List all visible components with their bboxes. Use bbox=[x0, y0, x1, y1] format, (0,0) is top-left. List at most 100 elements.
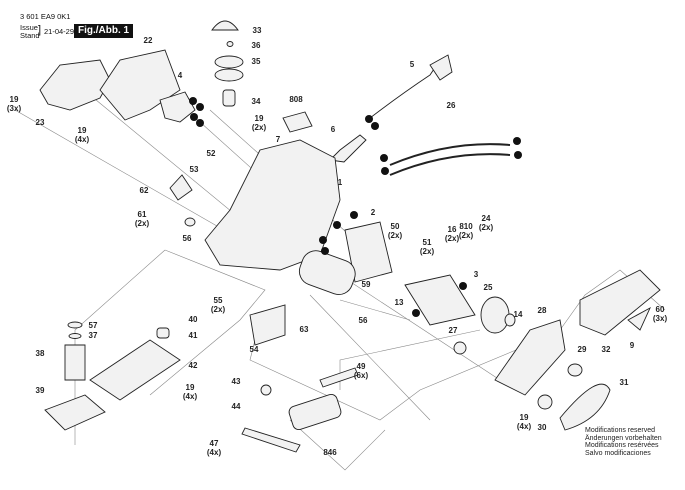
callout-35: 35 bbox=[252, 57, 261, 66]
part-30-pulley bbox=[537, 394, 553, 410]
part-44-drum bbox=[288, 393, 342, 431]
part-33-knob bbox=[211, 20, 239, 31]
callout-29: 29 bbox=[578, 345, 587, 354]
part-number: 3 601 EA9 0K1 bbox=[20, 12, 71, 21]
callout-3: 3 bbox=[474, 270, 479, 279]
connector-e2 bbox=[513, 137, 521, 145]
note-es: Salvo modificaciones bbox=[585, 449, 651, 457]
part-42-base bbox=[89, 339, 181, 401]
callout-22: 22 bbox=[144, 36, 153, 45]
callout-1: 1 bbox=[338, 178, 343, 187]
callout-qty-49: (6x) bbox=[354, 371, 369, 380]
callout-56b: 56 bbox=[359, 316, 368, 325]
callout-810: 810 bbox=[459, 222, 473, 231]
callout-44: 44 bbox=[232, 402, 241, 411]
note-fr: Modifications resérvées bbox=[585, 442, 659, 450]
part-56-washer bbox=[184, 217, 196, 227]
callout-27: 27 bbox=[449, 326, 458, 335]
callout-24: 24 bbox=[482, 214, 491, 223]
part-35-dial-base bbox=[214, 68, 244, 82]
part-846-blade bbox=[241, 427, 301, 453]
callout-19b: 19 bbox=[78, 126, 87, 135]
callout-32: 32 bbox=[602, 345, 611, 354]
callout-16: 16 bbox=[448, 225, 457, 234]
note-en: Modifications reserved bbox=[585, 427, 656, 434]
callout-qty-24: (2x) bbox=[479, 223, 494, 232]
callout-6: 6 bbox=[331, 125, 336, 134]
callout-36: 36 bbox=[252, 41, 261, 50]
connector-d bbox=[196, 119, 204, 127]
callout-qty-51: (2x) bbox=[420, 247, 435, 256]
callout-13: 13 bbox=[395, 298, 404, 307]
part-37-ring bbox=[68, 333, 82, 339]
callout-59: 59 bbox=[362, 280, 371, 289]
callout-30: 30 bbox=[538, 423, 547, 432]
callout-9: 9 bbox=[630, 341, 635, 350]
callout-19a: 19 bbox=[10, 95, 19, 104]
part-5-cable bbox=[369, 59, 441, 119]
connector-h2 bbox=[412, 309, 420, 317]
callout-qty-61: (2x) bbox=[135, 219, 150, 228]
part-54-bracket bbox=[249, 304, 286, 346]
connector-a bbox=[189, 97, 197, 105]
callout-49: 49 bbox=[357, 362, 366, 371]
callout-qty-47: (4x) bbox=[207, 448, 222, 457]
callout-31: 31 bbox=[620, 378, 629, 387]
connector-h bbox=[321, 247, 329, 255]
callout-19c: 19 bbox=[255, 114, 264, 123]
part-43-bearing bbox=[260, 384, 272, 396]
part-3-armature bbox=[404, 274, 476, 326]
callout-61: 61 bbox=[138, 210, 147, 219]
callout-26: 26 bbox=[447, 101, 456, 110]
issue-label: Issue bbox=[20, 23, 38, 32]
part-31-belt bbox=[559, 383, 611, 431]
connector-markers bbox=[189, 97, 522, 317]
callout-qty-19d: (4x) bbox=[183, 392, 198, 401]
bracket: ] bbox=[38, 24, 42, 36]
callout-39: 39 bbox=[36, 386, 45, 395]
note-de: Änderungen vorbehalten bbox=[585, 434, 662, 442]
part-4-switch bbox=[159, 91, 196, 123]
callout-57: 57 bbox=[89, 321, 98, 330]
callout-14: 14 bbox=[514, 310, 523, 319]
callout-23: 23 bbox=[36, 118, 45, 127]
modification-notes: Modifications reserved Änderungen vorbeh… bbox=[585, 427, 662, 457]
callout-7: 7 bbox=[276, 135, 281, 144]
connector-b bbox=[196, 103, 204, 111]
part-26-cable-1 bbox=[389, 143, 511, 166]
part-39-foot bbox=[44, 394, 106, 431]
callout-5: 5 bbox=[410, 60, 415, 69]
part-41-bushing bbox=[156, 327, 170, 339]
part-28-gear-cover bbox=[494, 319, 566, 396]
part-808-label bbox=[282, 111, 313, 133]
callout-40: 40 bbox=[189, 315, 198, 324]
figure-label: Fig./Abb. 1 bbox=[74, 24, 134, 38]
part-35-dial bbox=[214, 55, 244, 69]
connector-g bbox=[350, 211, 358, 219]
part-34-sleeve bbox=[222, 89, 236, 107]
part-36-screw bbox=[226, 41, 234, 47]
connector-d2 bbox=[381, 167, 389, 175]
callout-51: 51 bbox=[423, 238, 432, 247]
callout-38: 38 bbox=[36, 349, 45, 358]
callout-qty-50: (2x) bbox=[388, 231, 403, 240]
callout-25: 25 bbox=[484, 283, 493, 292]
callout-qty-16: (2x) bbox=[445, 234, 460, 243]
part-32-belt-cover bbox=[579, 269, 661, 336]
callout-56a: 56 bbox=[183, 234, 192, 243]
callout-37: 37 bbox=[89, 331, 98, 340]
part-25-ring bbox=[480, 296, 510, 334]
callout-62: 62 bbox=[140, 186, 149, 195]
connector-g2 bbox=[459, 282, 467, 290]
callout-63: 63 bbox=[300, 325, 309, 334]
callout-846: 846 bbox=[323, 448, 337, 457]
callout-19d: 19 bbox=[186, 383, 195, 392]
callout-qty-810: (2x) bbox=[459, 231, 474, 240]
part-22-top-cover bbox=[99, 49, 181, 121]
part-5-plug bbox=[429, 54, 453, 81]
callout-52: 52 bbox=[207, 149, 216, 158]
part-9-plate bbox=[627, 306, 651, 331]
connector-b2 bbox=[371, 122, 379, 130]
callout-41: 41 bbox=[189, 331, 198, 340]
connector-f2 bbox=[514, 151, 522, 159]
